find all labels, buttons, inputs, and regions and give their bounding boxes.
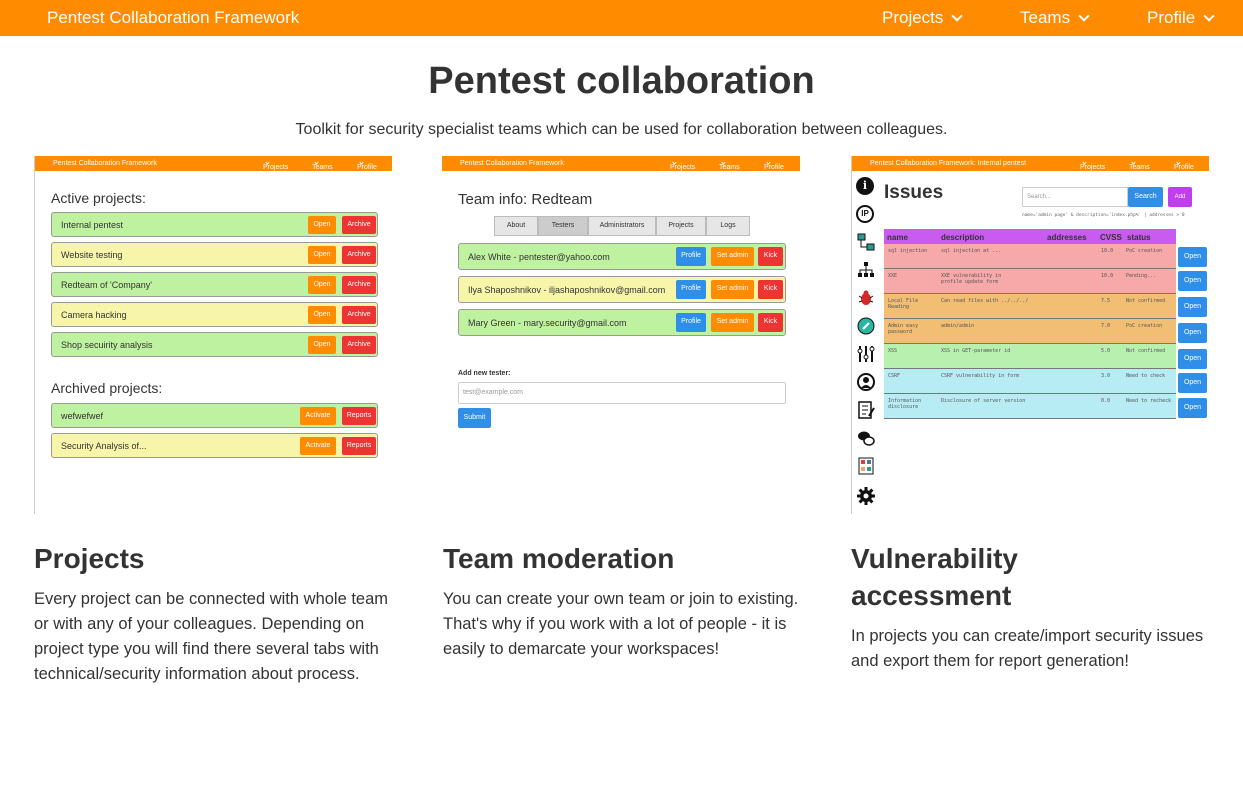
team-title: Team info: Redteam bbox=[458, 191, 593, 208]
team-screenshot: Pentest Collaboration Framework Projects… bbox=[442, 156, 800, 514]
bug-icon[interactable] bbox=[857, 289, 875, 307]
search-button[interactable]: Search bbox=[1128, 187, 1163, 207]
tab-about[interactable]: About bbox=[494, 216, 538, 236]
active-projects-heading: Active projects: bbox=[51, 190, 146, 206]
add-tester-input[interactable]: test@example.com bbox=[458, 382, 786, 404]
nav-teams-dropdown[interactable]: Teams bbox=[1020, 8, 1090, 28]
feature-text-team: You can create your own team or join to … bbox=[443, 590, 799, 658]
issues-screenshot: Pentest Collaboration Framework: Interna… bbox=[851, 156, 1209, 514]
archived-projects-heading: Archived projects: bbox=[51, 380, 163, 396]
user-icon[interactable] bbox=[857, 373, 875, 391]
page-title: Pentest collaboration bbox=[428, 60, 815, 102]
chevron-down-icon bbox=[951, 10, 964, 22]
feature-text-projects: Every project can be connected with whol… bbox=[34, 590, 389, 683]
submit-button[interactable]: Submit bbox=[458, 408, 491, 428]
projects-screenshot: Pentest Collaboration Framework Projects… bbox=[34, 156, 392, 514]
open-issue-button[interactable]: Open bbox=[1178, 297, 1207, 317]
tools-icon[interactable] bbox=[857, 345, 875, 363]
add-button[interactable]: Add bbox=[1168, 187, 1192, 207]
compass-icon[interactable] bbox=[857, 317, 875, 335]
feature-title-vulnerability: Vulnerability accessment bbox=[851, 543, 1019, 611]
mini-navbar: Pentest Collaboration Framework Projects… bbox=[35, 156, 392, 171]
search-input[interactable]: Search... bbox=[1022, 187, 1128, 207]
issues-title: Issues bbox=[884, 182, 944, 203]
network-icon[interactable] bbox=[857, 233, 875, 251]
mini-navbar: Pentest Collaboration Framework: Interna… bbox=[852, 156, 1209, 171]
open-issue-button[interactable]: Open bbox=[1178, 373, 1207, 393]
tab-logs[interactable]: Logs bbox=[706, 216, 750, 236]
info-icon[interactable]: i bbox=[856, 177, 874, 195]
open-issue-button[interactable]: Open bbox=[1178, 323, 1207, 343]
chevron-down-icon bbox=[1203, 10, 1215, 22]
feature-text-vulnerability: In projects you can create/import securi… bbox=[851, 627, 1204, 670]
feature-title-projects: Projects bbox=[34, 543, 145, 574]
report-icon[interactable] bbox=[857, 457, 875, 475]
chat-icon[interactable] bbox=[857, 429, 875, 447]
open-issue-button[interactable]: Open bbox=[1178, 349, 1207, 369]
tab-projects[interactable]: Projects bbox=[656, 216, 706, 236]
feature-title-team: Team moderation bbox=[443, 543, 675, 574]
mini-navbar: Pentest Collaboration Framework Projects… bbox=[442, 156, 800, 171]
page-subtitle: Toolkit for security specialist teams wh… bbox=[295, 121, 948, 138]
tab-administrators[interactable]: Administrators bbox=[588, 216, 656, 236]
open-issue-button[interactable]: Open bbox=[1178, 271, 1207, 291]
open-issue-button[interactable]: Open bbox=[1178, 398, 1207, 418]
tab-testers[interactable]: Testers bbox=[538, 216, 588, 236]
nav-projects-dropdown[interactable]: Projects bbox=[882, 8, 964, 28]
navbar: Pentest Collaboration Framework Projects… bbox=[0, 0, 1243, 36]
settings-icon[interactable] bbox=[857, 487, 875, 505]
add-tester-label: Add new tester: bbox=[458, 370, 511, 377]
navbar-brand[interactable]: Pentest Collaboration Framework bbox=[47, 8, 300, 27]
open-issue-button[interactable]: Open bbox=[1178, 247, 1207, 267]
filter-query: name='admin page' & description='index.p… bbox=[1022, 213, 1185, 218]
notes-icon[interactable] bbox=[857, 401, 875, 419]
chevron-down-icon bbox=[1078, 10, 1090, 22]
nav-profile-dropdown[interactable]: Profile bbox=[1147, 8, 1215, 28]
ip-icon[interactable]: IP bbox=[856, 205, 874, 223]
table-header bbox=[884, 229, 1176, 244]
hierarchy-icon[interactable] bbox=[857, 261, 875, 279]
table-row: Ilya Shaposhnikov - iljashaposhnikov@gma… bbox=[458, 276, 786, 303]
